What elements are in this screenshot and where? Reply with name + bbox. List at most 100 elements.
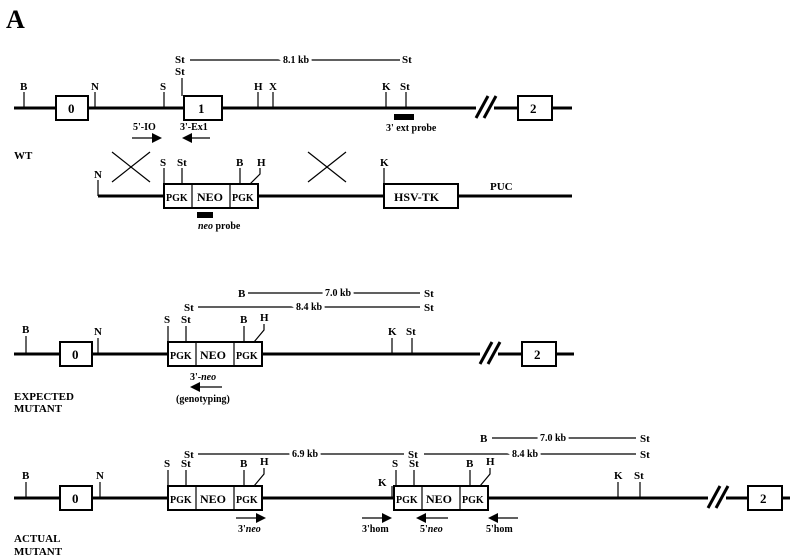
svg-text:S: S (164, 314, 170, 326)
wt-st-top-site: St (175, 54, 185, 66)
svg-text:B: B (480, 433, 488, 445)
svg-text:St: St (181, 458, 191, 470)
figure-label: A (6, 5, 25, 34)
svg-text:2: 2 (534, 347, 541, 362)
wt-s-site: S (160, 81, 166, 93)
wt-size-label: 8.1 kb (283, 55, 310, 66)
wt-ext-probe (394, 114, 414, 120)
actual-mutant: B 7.0 kb St St 6.9 kb St 8.4 kb St B N S… (14, 430, 790, 558)
wt-b-site: B (20, 81, 28, 93)
svg-text:St: St (640, 449, 650, 461)
vec-h-site: H (257, 157, 266, 169)
svg-text:8.4 kb: 8.4 kb (296, 302, 323, 313)
svg-text:N: N (96, 470, 104, 482)
svg-text:HSV-TK: HSV-TK (394, 190, 440, 204)
svg-text:NEO: NEO (200, 492, 226, 506)
wt-break-mark-1 (474, 95, 490, 119)
svg-text:0: 0 (72, 347, 79, 362)
svg-text:PGK: PGK (236, 495, 258, 506)
svg-text:H: H (486, 456, 495, 468)
wt-st2-top-site: St (402, 54, 412, 66)
svg-text:PGK: PGK (166, 193, 188, 204)
vec-neo-probe-label: neo probe (198, 221, 241, 232)
wt-break-mark-2 (482, 95, 498, 119)
svg-text:B: B (238, 288, 246, 300)
svg-text:7.0 kb: 7.0 kb (325, 288, 352, 299)
wt-label: WT (14, 150, 33, 162)
wt-x-site: X (269, 81, 277, 93)
primer-5io-label: 5'-IO (133, 122, 156, 133)
svg-text:B: B (466, 458, 474, 470)
vec-hsv-tk (383, 183, 459, 209)
act-pgk-neo-cassette-2 (393, 485, 489, 511)
wt-allele: St 8.1 kb St B N S St H X K St 0 1 2 (14, 52, 572, 162)
wt-st2-site: St (400, 81, 410, 93)
vec-st-site: St (177, 157, 187, 169)
wt-n-site: N (91, 81, 99, 93)
svg-text:6.9 kb: 6.9 kb (292, 449, 319, 460)
wt-ext-probe-label: 3' ext probe (386, 123, 437, 134)
svg-text:S: S (164, 458, 170, 470)
svg-text:NEO: NEO (200, 348, 226, 362)
svg-text:B: B (22, 324, 30, 336)
primer-3ex1-label: 3'-Ex1 (180, 122, 208, 133)
svg-text:H: H (260, 312, 269, 324)
svg-text:St: St (640, 433, 650, 445)
svg-text:(genotyping): (genotyping) (176, 394, 230, 405)
vec-s-site: S (160, 157, 166, 169)
svg-text:NEO: NEO (426, 492, 452, 506)
wt-exon-2 (517, 95, 553, 121)
svg-text:PGK: PGK (170, 351, 192, 362)
crossover-marks (111, 151, 347, 183)
svg-text:St: St (424, 302, 434, 314)
svg-text:St: St (409, 458, 419, 470)
svg-text:St: St (406, 326, 416, 338)
svg-text:K: K (378, 477, 387, 489)
svg-text:PGK: PGK (462, 495, 484, 506)
svg-text:St: St (424, 288, 434, 300)
svg-text:B: B (22, 470, 30, 482)
vec-puc-label: PUC (490, 181, 513, 193)
svg-text:EXPECTED: EXPECTED (14, 391, 74, 403)
svg-text:1: 1 (198, 101, 205, 116)
svg-text:2: 2 (530, 101, 537, 116)
vec-pgk-neo-cassette (163, 183, 259, 209)
vec-n-site: N (94, 169, 102, 181)
exp-pgk-neo-cassette (167, 341, 263, 367)
wt-h-site: H (254, 81, 263, 93)
svg-text:K: K (388, 326, 397, 338)
svg-text:St: St (184, 449, 194, 461)
expected-mutant: B 7.0 kb St St 8.4 kb St B N S St B H K … (14, 285, 574, 415)
svg-text:St: St (184, 302, 194, 314)
exp-primer-3neo-label: 3'-neo (190, 372, 216, 383)
act-primer-5neo-label: 5'neo (420, 524, 443, 535)
svg-text:5'hom: 5'hom (486, 524, 513, 535)
svg-text:St: St (181, 314, 191, 326)
svg-text:PGK: PGK (236, 351, 258, 362)
svg-text:NEO: NEO (197, 190, 223, 204)
wt-exon-1 (183, 95, 223, 121)
svg-text:0: 0 (72, 491, 79, 506)
wt-exon-0 (55, 95, 89, 121)
targeting-vector: N S St B H K PGK NEO PGK neo probe HSV-T… (94, 157, 572, 232)
svg-text:PGK: PGK (232, 193, 254, 204)
vec-b-site: B (236, 157, 244, 169)
svg-text:MUTANT: MUTANT (14, 546, 63, 558)
wt-k-site: K (382, 81, 391, 93)
act-primer-3neo-label: 3'neo (238, 524, 261, 535)
svg-text:PGK: PGK (396, 495, 418, 506)
svg-text:7.0 kb: 7.0 kb (540, 433, 567, 444)
svg-text:2: 2 (760, 491, 767, 506)
svg-text:8.4 kb: 8.4 kb (512, 449, 539, 460)
svg-text:K: K (614, 470, 623, 482)
svg-text:St: St (634, 470, 644, 482)
svg-text:3'hom: 3'hom (362, 524, 389, 535)
svg-text:B: B (240, 314, 248, 326)
svg-text:S: S (392, 458, 398, 470)
svg-text:PGK: PGK (170, 495, 192, 506)
vec-k-site: K (380, 157, 389, 169)
svg-text:St: St (408, 449, 418, 461)
svg-text:ACTUAL: ACTUAL (14, 533, 60, 545)
svg-text:0: 0 (68, 101, 75, 116)
